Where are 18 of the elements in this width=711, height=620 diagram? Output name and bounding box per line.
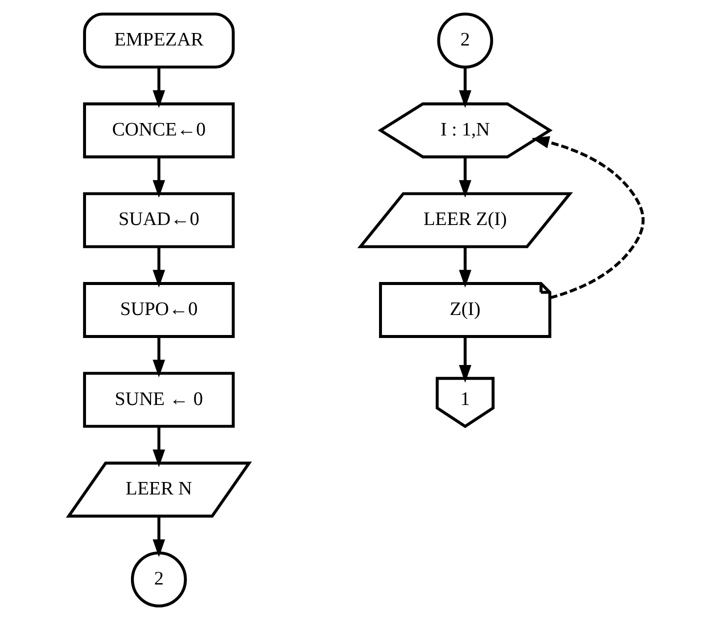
- node-circle: 2: [130, 551, 186, 608]
- arrow: [152, 516, 165, 558]
- arrow: [152, 336, 165, 378]
- node-box: CONCE←0: [82, 102, 234, 158]
- arrow: [152, 67, 165, 108]
- arrow: [152, 426, 165, 468]
- node-circle: 2: [436, 12, 493, 69]
- node-box: EMPEZAR: [82, 12, 234, 69]
- arrow: [152, 246, 165, 288]
- node-box: SUNE ← 0: [82, 372, 234, 428]
- node-box: SUAD←0: [82, 192, 234, 248]
- arrow: [458, 246, 471, 288]
- arrow: [458, 67, 471, 108]
- arrow: [458, 336, 471, 383]
- arrow: [531, 136, 644, 300]
- arrow: [458, 156, 471, 198]
- arrow: [152, 156, 165, 198]
- node-box: SUPO←0: [82, 282, 234, 338]
